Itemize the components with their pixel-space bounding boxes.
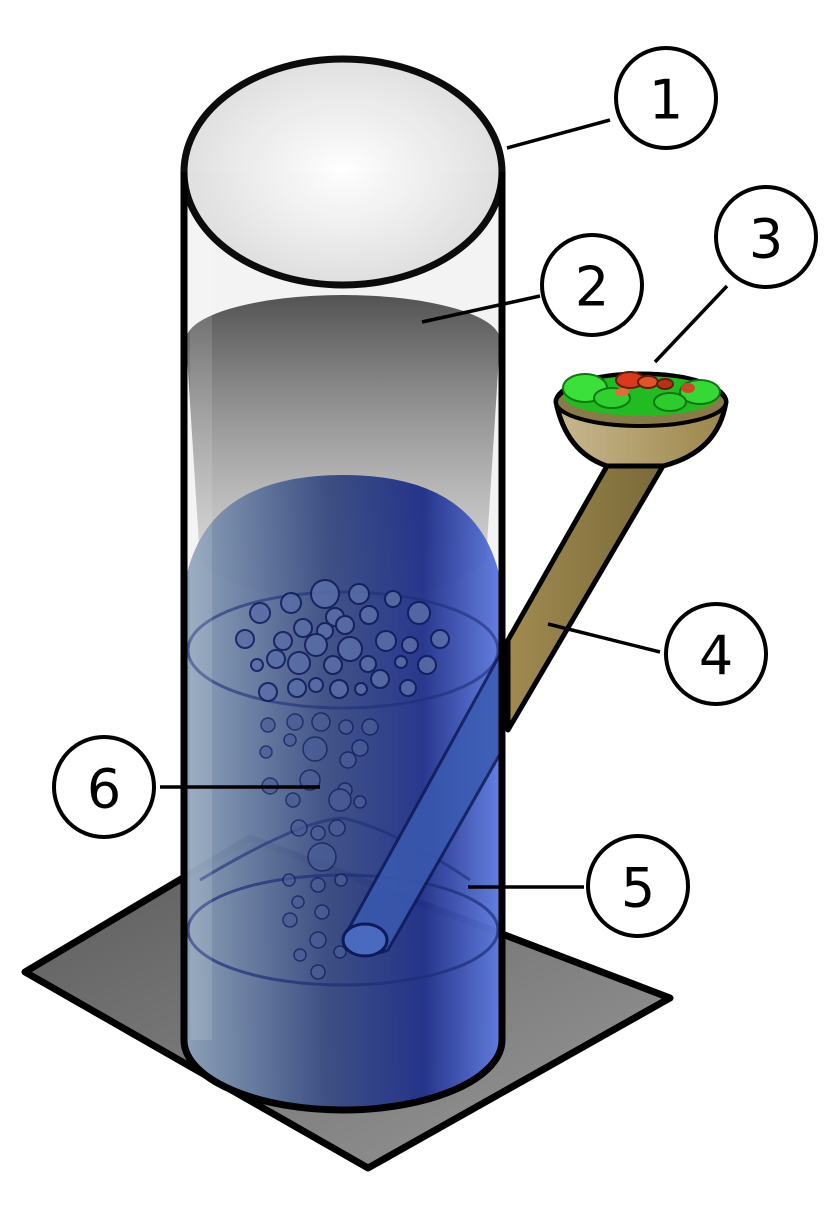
callout-2: 2 [540, 233, 644, 337]
callout-5: 5 [586, 834, 690, 938]
callout-1: 1 [614, 46, 718, 150]
callout-6: 6 [52, 735, 156, 839]
mouthpiece-opening [180, 55, 506, 289]
herb-material [562, 371, 721, 416]
callout-3: 3 [714, 185, 818, 289]
callout-5-label: 5 [621, 857, 655, 920]
water [184, 475, 502, 1110]
callout-4-label: 4 [699, 625, 733, 688]
callout-3-label: 3 [749, 208, 783, 271]
callout-1-label: 1 [649, 69, 683, 132]
tube-outline [180, 172, 506, 1114]
callout-4: 4 [664, 602, 768, 706]
down-stem-outer [505, 463, 666, 733]
callout-6-label: 6 [87, 758, 121, 821]
leader-lines [160, 118, 729, 889]
bubbles [235, 579, 450, 702]
callout-2-label: 2 [575, 256, 609, 319]
